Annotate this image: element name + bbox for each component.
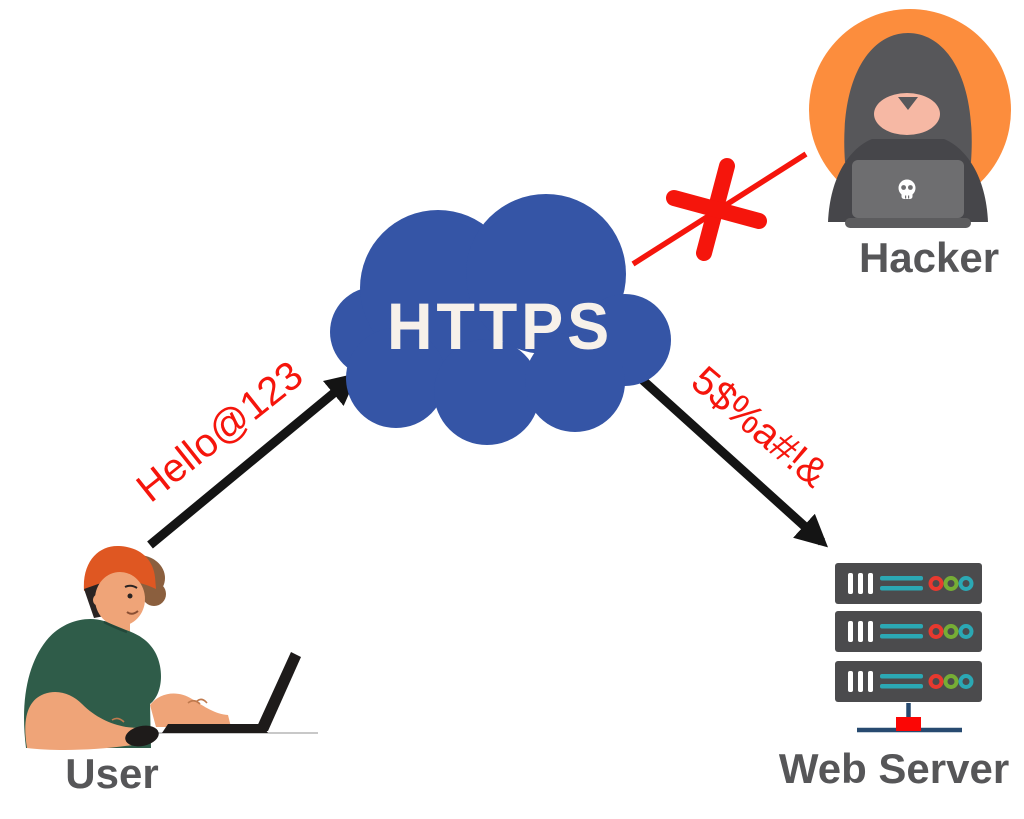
arrow-cloud-to-server (633, 371, 829, 548)
user-eye (127, 593, 133, 599)
hacker-hood-tip (898, 97, 918, 110)
user-laptop-base (162, 724, 268, 733)
hacker-laptop-base (845, 218, 971, 228)
user-left-arm (25, 692, 150, 750)
server-rack-2 (833, 609, 984, 654)
hacker-illustration (809, 9, 1011, 228)
blocked-connection (631, 151, 808, 267)
hacker-face (873, 89, 941, 143)
mouse-icon (125, 725, 159, 747)
user-cap (83, 545, 156, 591)
user-label: User (65, 750, 158, 797)
encrypted-message: 5$%a#!& (683, 358, 836, 496)
arrow-user-to-cloud (147, 372, 359, 549)
skull-icon (898, 179, 916, 199)
blocked-x-icon (666, 158, 767, 261)
hacker-hood (844, 33, 972, 162)
user-collar-line (103, 620, 128, 634)
server-rack-3 (833, 659, 984, 704)
user-brow (124, 584, 138, 589)
server-rack-1 (833, 561, 984, 606)
user-right-arm (150, 693, 231, 727)
user-smile (126, 610, 139, 615)
user-illustration (24, 545, 318, 750)
user-finger-lines (111, 698, 208, 723)
https-cloud (330, 194, 671, 445)
web-server-label: Web Server (779, 745, 1009, 792)
user-laptop-screen (255, 652, 301, 731)
network-hub (896, 717, 921, 731)
hacker-label: Hacker (859, 234, 999, 281)
web-server-illustration (833, 561, 984, 733)
https-cloud-label: HTTPS (387, 289, 613, 363)
